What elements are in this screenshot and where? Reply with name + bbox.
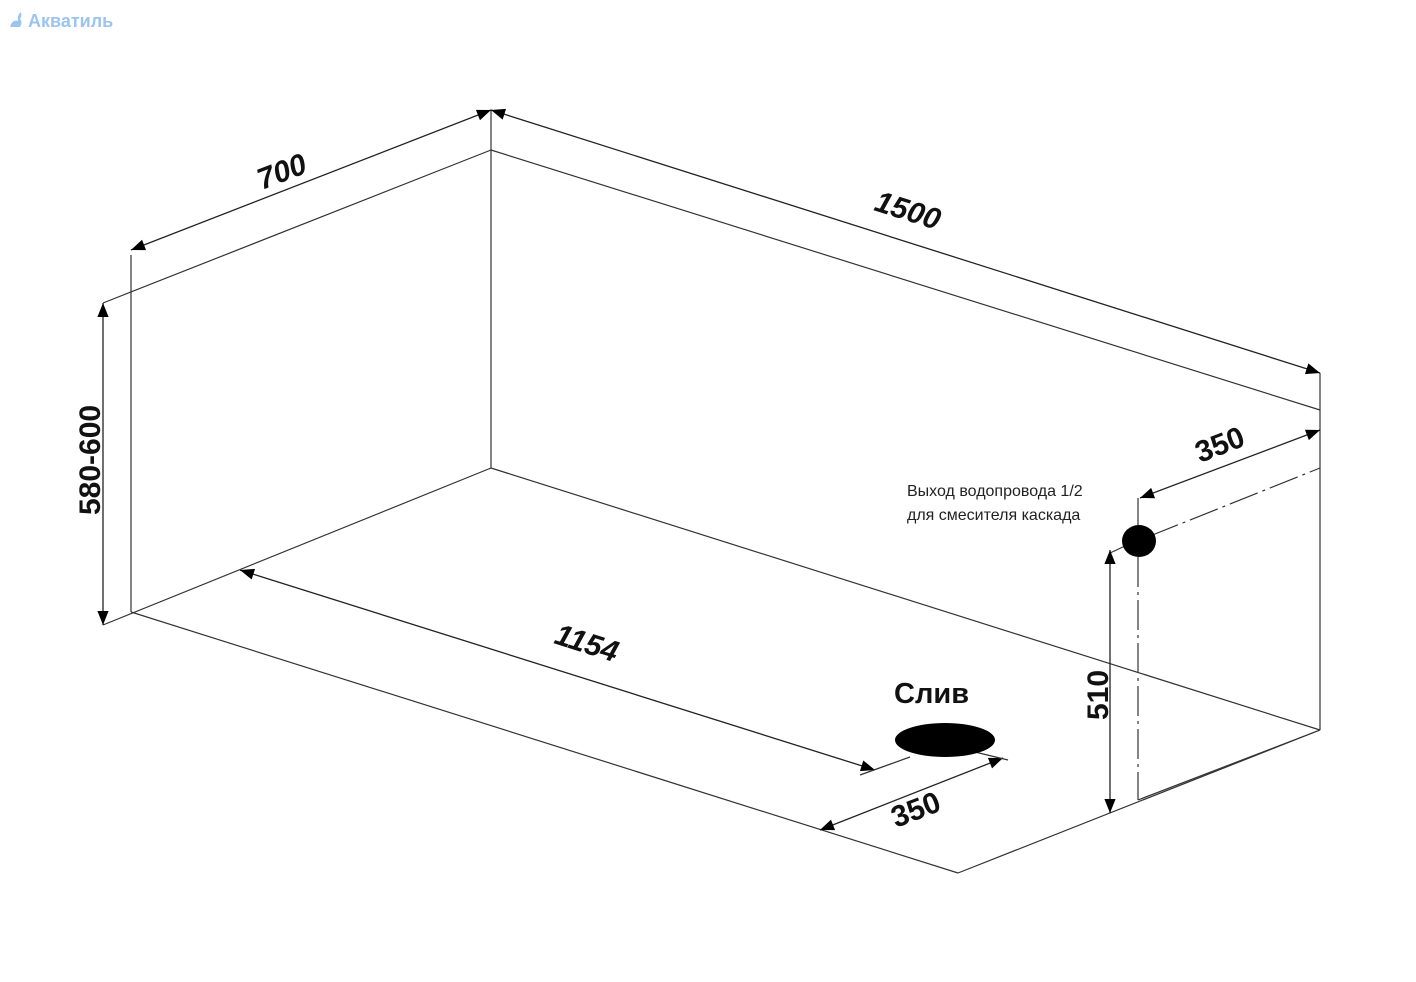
dim-line-1500 [490,108,1321,375]
dim-label-pipe-350: 350 [1191,421,1250,470]
dim-label-1500: 1500 [871,185,945,237]
dim-line-pipe-350 [1139,429,1321,499]
drain-label: Слив [894,678,969,710]
dim-label-700: 700 [253,148,312,197]
dim-label-height: 580-600 [74,405,107,515]
swan-icon [10,12,22,27]
dim-label-510: 510 [1082,670,1115,720]
dim-line-drain-350 [819,757,1004,831]
dim-line-1154 [239,568,876,772]
water-pipe-outlet [1122,525,1156,557]
dim-line-700 [130,109,492,251]
logo-text: Акватиль [28,11,113,31]
drain-hole [895,723,995,757]
dim-label-1154: 1154 [551,618,623,669]
dim-label-drain-350: 350 [887,786,946,835]
pipe-note-line2: для смесителя каскада [907,507,1080,524]
pipe-note-line1: Выход водопровода 1/2 [907,483,1083,500]
logo: Акватиль [10,11,113,31]
